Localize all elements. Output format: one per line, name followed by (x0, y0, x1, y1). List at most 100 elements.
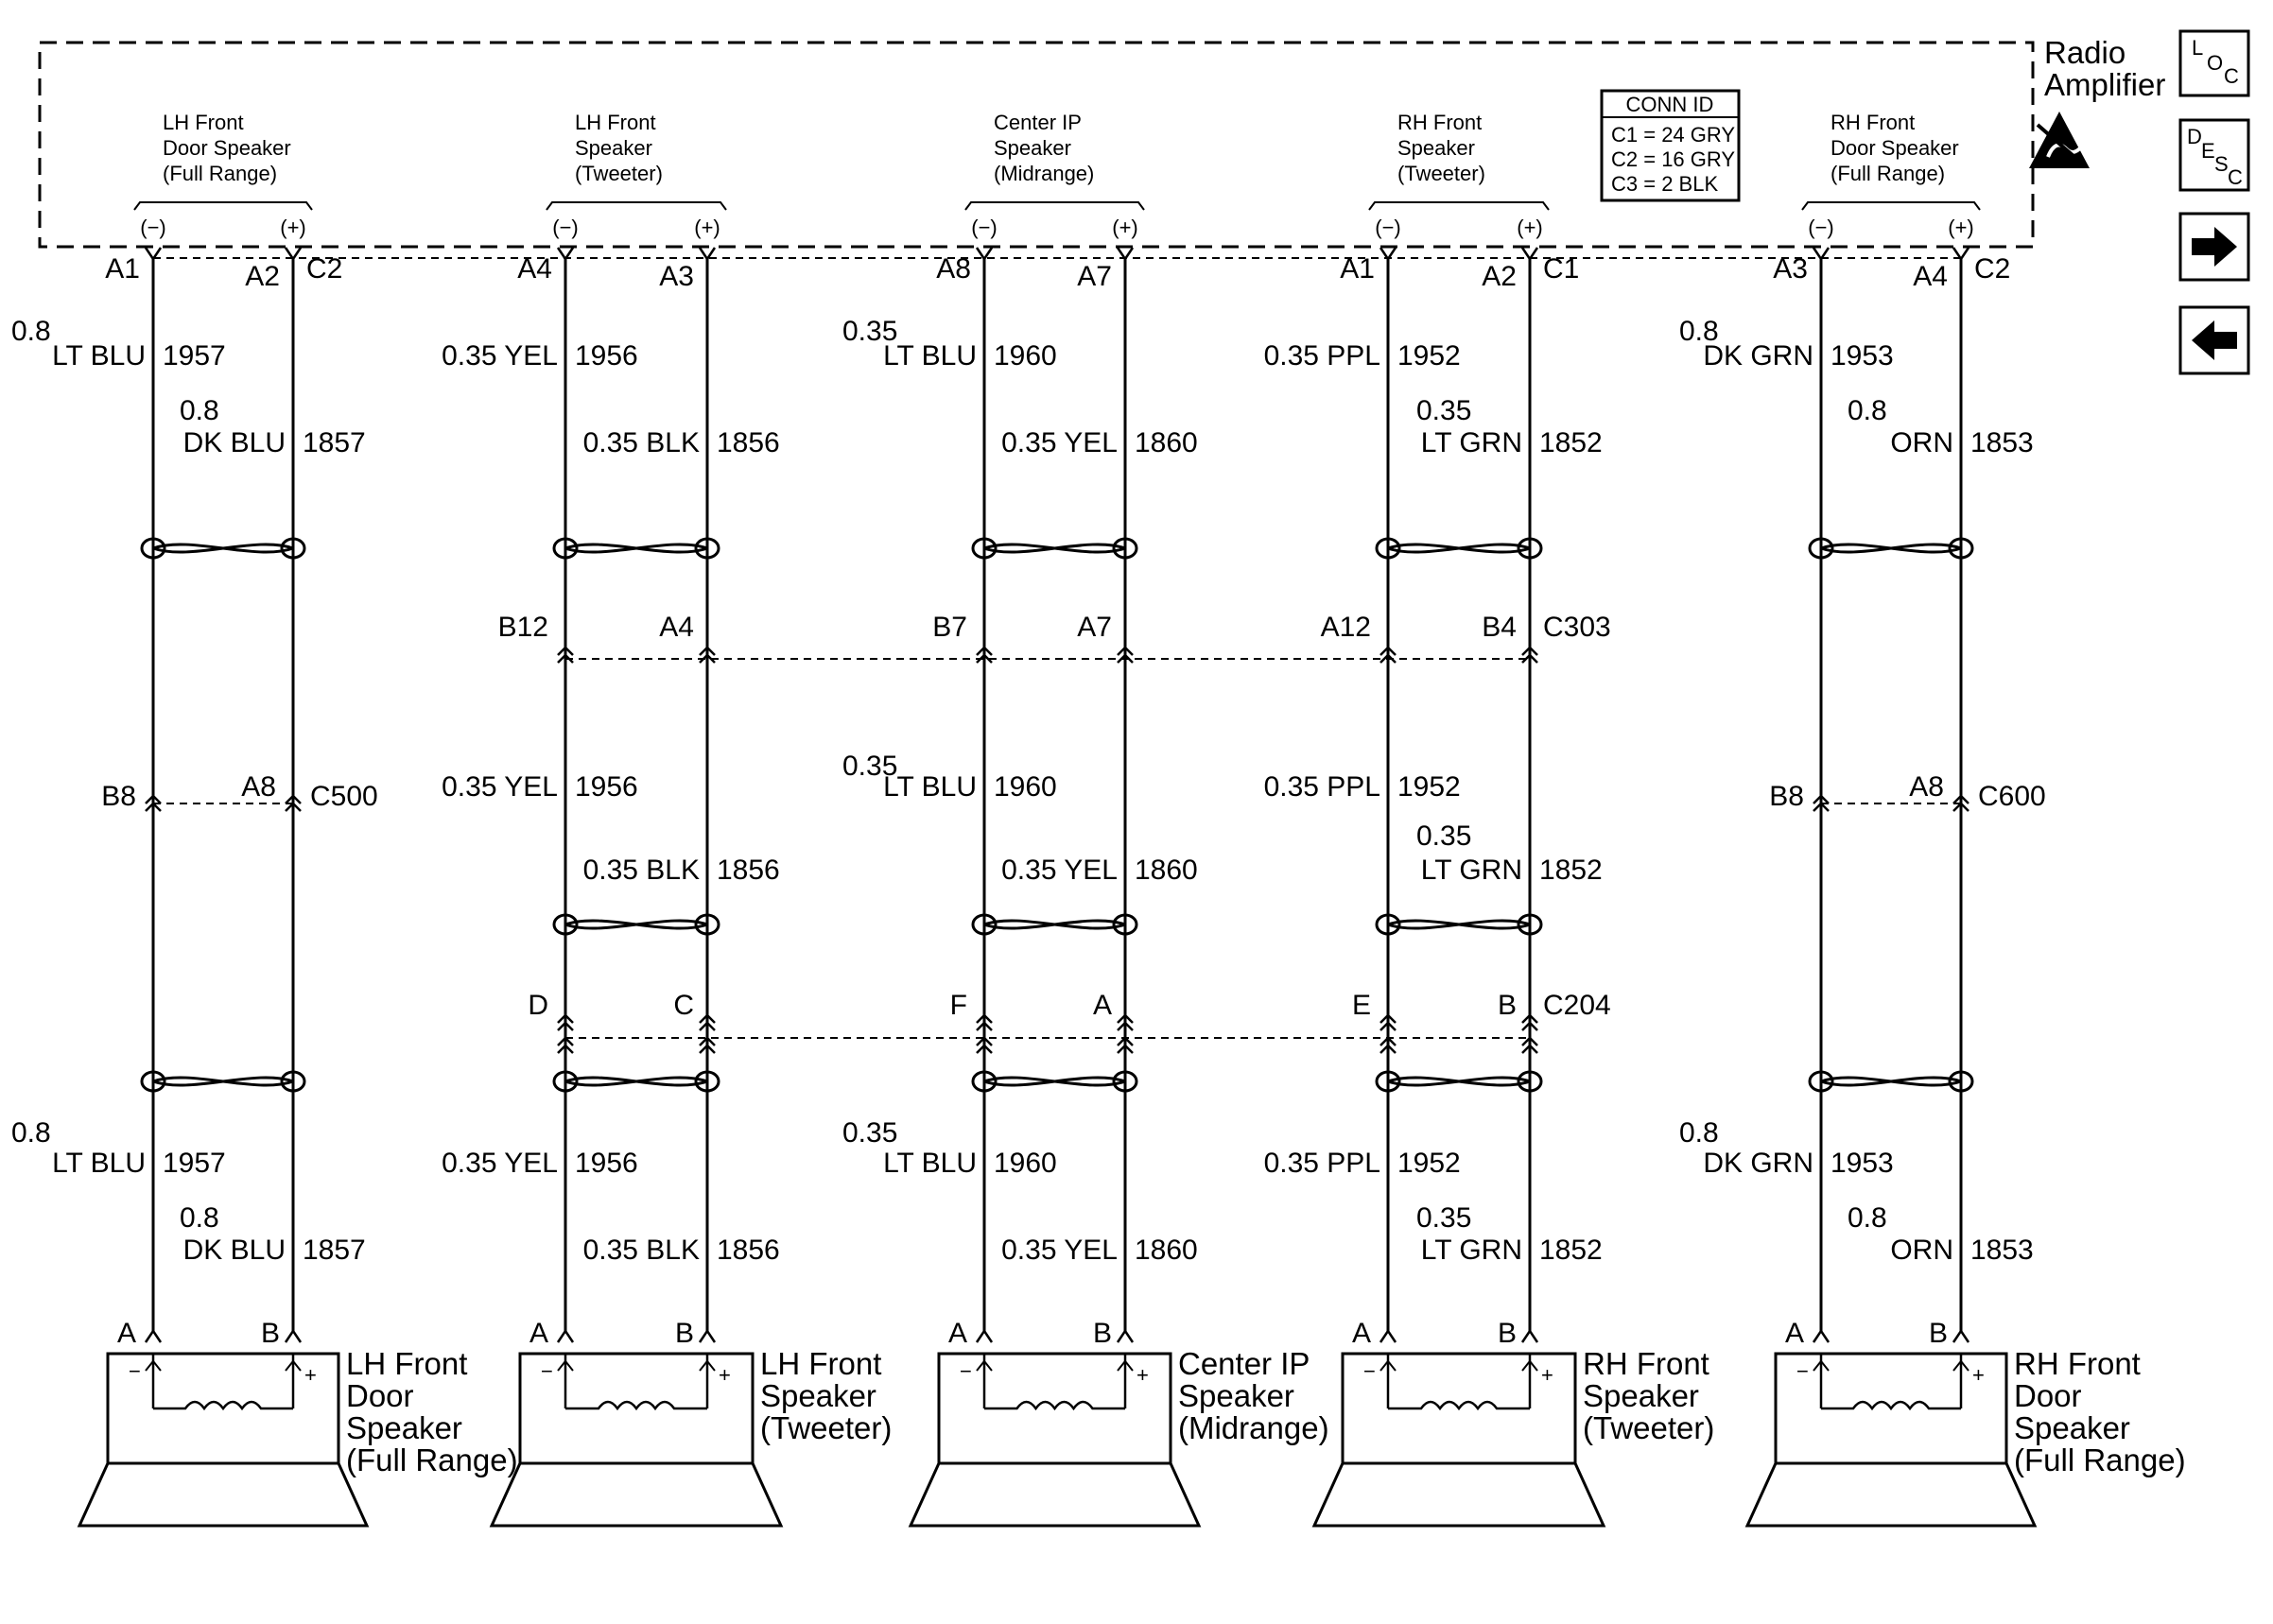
minus-sign: − (1796, 1359, 1809, 1383)
wire-color: DK BLU (183, 1235, 286, 1266)
pin-label: A7 (1077, 612, 1112, 643)
wire-color: 0.35 BLK (583, 427, 700, 458)
speaker-terminal (1812, 1328, 1970, 1343)
connector-id: C2 (306, 253, 342, 285)
location-button[interactable]: L O C (2178, 29, 2250, 97)
forward-button[interactable] (2178, 212, 2250, 282)
pin-label: A8 (241, 771, 276, 803)
module-terminal (144, 247, 303, 262)
polarity-negative: (−) (1375, 216, 1401, 239)
circuit-number: 1957 (163, 340, 226, 371)
connector-terminal (1117, 1013, 1134, 1031)
loc-letter: L (2192, 36, 2203, 60)
wire-color: LT BLU (52, 1148, 146, 1179)
speaker-arrow (557, 1359, 716, 1372)
twisted-pair-symbol (971, 537, 1138, 560)
twist-loop (1112, 913, 1138, 936)
connector-terminal (976, 1036, 993, 1054)
twist-strand (1387, 919, 1531, 930)
pin-label: A4 (1913, 261, 1948, 292)
speaker-arrow (1813, 1359, 1969, 1372)
label-bracket (964, 201, 1145, 211)
back-button[interactable] (2178, 305, 2250, 375)
connector-terminal (699, 1013, 716, 1031)
speaker-label: RH Front (1583, 1346, 1709, 1381)
twist-loop (971, 537, 998, 560)
twisted-pair-symbol (552, 913, 720, 936)
wire-gauge: 0.8 (1679, 1117, 1719, 1149)
polarity-positive: (+) (1517, 216, 1543, 239)
speaker-label: (Full Range) (2014, 1443, 2186, 1477)
connector-terminal (1813, 794, 1830, 812)
module-speaker-label: Speaker (1397, 136, 1475, 160)
twist-loop (280, 1070, 306, 1093)
module-title-line2: Amplifier (2044, 67, 2165, 102)
polarity-positive: (+) (1112, 216, 1138, 239)
pin-label: A7 (1077, 261, 1112, 292)
twist-loop (694, 913, 720, 936)
pin-label: A1 (105, 253, 140, 285)
pin-label: A8 (1909, 771, 1944, 803)
circuit-number: 1953 (1831, 1148, 1894, 1179)
circuit-number: 1953 (1831, 340, 1894, 371)
twist-loop (1112, 1070, 1138, 1093)
module-speaker-label: Speaker (994, 136, 1071, 160)
loc-letter: O (2207, 51, 2223, 75)
connector-id: C600 (1978, 781, 2046, 812)
wire-color: 0.35 PPL (1264, 340, 1380, 371)
module-speaker-label: (Full Range) (163, 162, 277, 185)
pin-label: A1 (1340, 253, 1375, 285)
wire-color: 0.35 YEL (442, 340, 558, 371)
wire-color: LT BLU (883, 771, 977, 803)
circuit-number: 1960 (994, 340, 1057, 371)
speaker-label: (Tweeter) (1583, 1410, 1714, 1445)
twisted-pair-symbol (552, 1070, 720, 1093)
connector-terminal (557, 1036, 574, 1054)
speaker-label: Door (2014, 1378, 2082, 1413)
speaker-cone (908, 1461, 1202, 1528)
polarity-positive: (+) (1948, 216, 1974, 239)
pin-label: A (117, 1318, 136, 1349)
twisted-pair-symbol (140, 1070, 306, 1093)
conn-id-table: CONN ID C1 = 24 GRY C2 = 16 GRY C3 = 2 B… (1600, 89, 1741, 202)
module-speaker-label: (Tweeter) (1397, 162, 1485, 185)
conn-id-row: C2 = 16 GRY (1611, 147, 1735, 171)
pin-label: B (261, 1318, 280, 1349)
plus-sign: + (1541, 1363, 1553, 1387)
module-terminal (1379, 247, 1539, 262)
connector-terminal (285, 794, 302, 812)
wire-gauge: 0.8 (11, 316, 51, 347)
connector-terminal (1521, 1013, 1538, 1031)
circuit-number: 1852 (1539, 427, 1603, 458)
twist-strand (1820, 543, 1962, 554)
connector-id: C303 (1543, 612, 1611, 643)
description-button[interactable]: D E S C (2178, 118, 2250, 192)
pin-label: B8 (101, 781, 136, 812)
speaker-label: Door (346, 1378, 414, 1413)
connector-terminal (976, 1013, 993, 1031)
speaker-label: (Full Range) (346, 1443, 518, 1477)
pin-label: C (673, 990, 694, 1021)
twist-loop (1112, 537, 1138, 560)
twist-strand (152, 543, 294, 554)
circuit-number: 1956 (575, 771, 638, 803)
circuit-number: 1860 (1135, 1235, 1198, 1266)
connector-terminal (1379, 1013, 1397, 1031)
circuit-number: 1960 (994, 771, 1057, 803)
connector-id: C2 (1974, 253, 2010, 285)
wire-color: DK GRN (1703, 340, 1813, 371)
loc-letter: C (2224, 64, 2239, 88)
twist-loop (552, 913, 579, 936)
speaker-label: Speaker (760, 1378, 876, 1413)
circuit-number: 1852 (1539, 855, 1603, 886)
wire-color: 0.35 BLK (583, 855, 700, 886)
wire-color: 0.35 YEL (1001, 855, 1118, 886)
connector-terminal (1379, 1036, 1397, 1054)
module-terminal (556, 247, 717, 262)
connector-terminal (699, 646, 716, 664)
circuit-number: 1857 (303, 427, 366, 458)
wire-color: 0.35 YEL (1001, 1235, 1118, 1266)
wire-color: 0.35 PPL (1264, 771, 1380, 803)
voice-coil (153, 1400, 293, 1411)
